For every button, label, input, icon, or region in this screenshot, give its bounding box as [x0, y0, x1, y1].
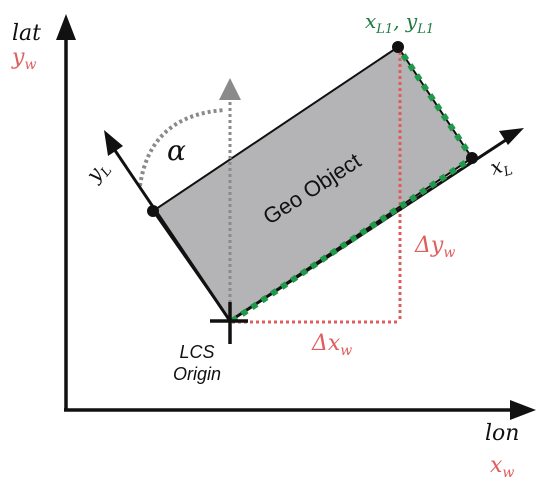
vertex-top [392, 41, 404, 53]
vertex-left [147, 205, 159, 217]
vertex-right [466, 152, 478, 164]
origin-label-line2: Origin [173, 364, 221, 384]
corner-label: xL1, yL1 [365, 9, 434, 37]
local-y-axis [110, 145, 232, 322]
delta-y-label: Δyw [414, 233, 455, 261]
rotation-alpha: α [167, 134, 186, 167]
origin-label-line1: LCS [179, 342, 214, 362]
vertical-axis-arrowhead [56, 14, 76, 40]
local-x-axis [229, 134, 513, 323]
xw-label: xw [490, 453, 514, 481]
lat-label: lat [12, 21, 41, 46]
local-x-axis-arrowhead [499, 128, 524, 145]
vertical-reference-arrowhead [219, 78, 241, 100]
horizontal-axis-arrowhead [510, 400, 536, 420]
rotation-arc [138, 108, 226, 187]
yw-label: yw [11, 45, 36, 73]
local-y-label: yL [80, 156, 115, 190]
local-x-label: xL [487, 151, 515, 184]
delta-x-label: Δxw [311, 331, 352, 359]
local-y-axis-arrowhead [104, 130, 123, 156]
lon-label: lon [485, 421, 519, 446]
